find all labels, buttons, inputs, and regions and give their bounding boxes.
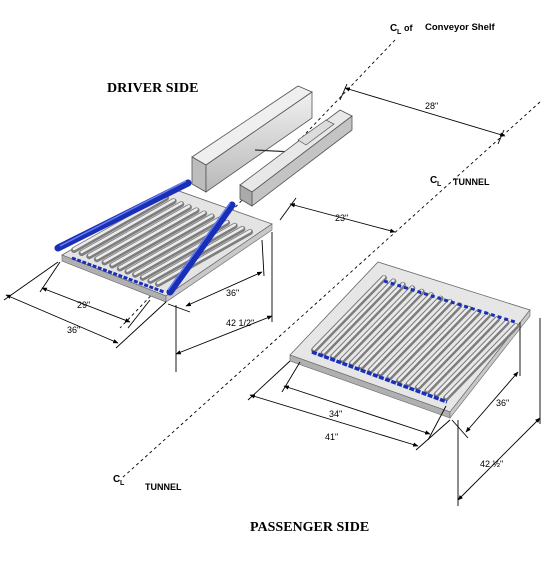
driver-blue-bar-top: [54, 179, 192, 252]
tunnel-centerline: [121, 101, 541, 479]
tunnel-centerline-label-right: C L TUNNEL: [430, 175, 490, 188]
driver-roller-highlight: [126, 217, 221, 272]
driver-blue-bar-diagonal: [166, 201, 236, 296]
driver-roller-highlight: [141, 223, 236, 279]
driver-roller-highlight: [110, 211, 206, 266]
driver-rollers: [71, 195, 253, 287]
centerline-symbol-sub: L: [120, 480, 125, 487]
passenger-roller-highlight: [435, 320, 508, 395]
dimension-lines: [3, 83, 541, 506]
dim-label-driver-36-depth: 36": [226, 288, 239, 298]
passenger-roller-highlight: [312, 275, 386, 351]
passenger-roller-highlight: [425, 316, 499, 392]
passenger-blue-strip-right: [383, 279, 516, 324]
centerline-symbol: C: [430, 175, 437, 186]
centerline-symbol-sub: L: [397, 29, 402, 36]
passenger-roller-rack: [289, 261, 531, 419]
conveyor-of-label: of: [404, 23, 413, 33]
tunnel-centerline-label-left: C L TUNNEL: [113, 474, 182, 492]
passenger-roller-highlight: [350, 289, 423, 364]
driver-roller-highlight: [103, 208, 198, 263]
passenger-roller-highlight: [331, 282, 405, 358]
dim-label-passenger-41: 41": [325, 432, 338, 442]
passenger-roller-highlight: [397, 306, 471, 382]
tunnel-label: TUNNEL: [453, 177, 490, 187]
passenger-roller-highlight: [388, 303, 461, 378]
passenger-side-heading: PASSENGER SIDE: [250, 520, 369, 535]
centerline-symbol: C: [113, 474, 120, 485]
driver-roller-highlight: [118, 214, 214, 269]
dim-label-driver-29: 29": [77, 300, 90, 310]
tunnel-label: TUNNEL: [145, 482, 182, 492]
passenger-roller-highlight: [407, 310, 480, 385]
conveyor-shelf-label: Conveyor Shelf: [425, 22, 496, 33]
conveyor-shelf-centerline-label: C L of Conveyor Shelf: [390, 22, 496, 36]
driver-roller-highlight: [95, 205, 191, 260]
driver-roller-highlight: [80, 198, 175, 254]
driver-side-heading: DRIVER SIDE: [107, 81, 198, 96]
centerline-symbol-sub: L: [437, 181, 442, 188]
passenger-roller-highlight: [359, 292, 433, 368]
passenger-roller-highlight: [322, 279, 395, 354]
driver-roller-highlight: [156, 229, 252, 285]
dim-label-passenger-42-5: 42 ½": [480, 459, 503, 469]
passenger-roller-highlight: [341, 286, 414, 361]
driver-roller-highlight: [88, 201, 183, 257]
passenger-rollers: [311, 275, 519, 401]
dim-label-driver-36-width: 36": [67, 325, 80, 335]
dim-label-passenger-34: 34": [329, 409, 342, 419]
passenger-roller-highlight: [444, 323, 518, 399]
dim-label-28: 28": [425, 101, 438, 111]
centerline-symbol: C: [390, 23, 397, 34]
passenger-roller-highlight: [416, 313, 489, 388]
dim-label-driver-42-5: 42 1/2": [226, 318, 254, 328]
dim-label-passenger-36: 36": [496, 398, 509, 408]
driver-roller-rack: [54, 179, 273, 303]
passenger-roller-highlight: [378, 299, 452, 375]
conveyor-shelf: [191, 85, 353, 207]
driver-roller-highlight: [72, 195, 168, 251]
dim-label-23: 23": [335, 213, 348, 223]
passenger-roller-highlight: [369, 296, 442, 371]
